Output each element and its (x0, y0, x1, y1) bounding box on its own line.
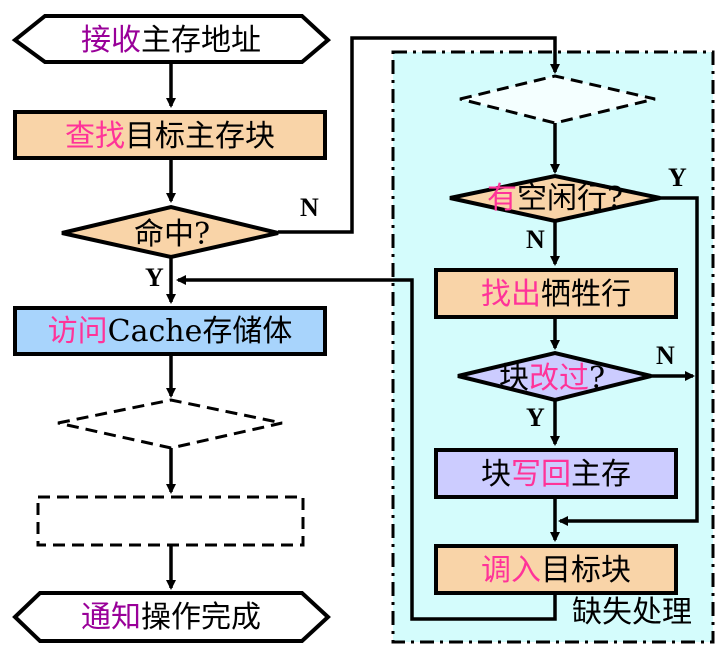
write-back-pre: 块 (481, 457, 511, 492)
load-block-label: 调入目标块 (481, 553, 631, 588)
modified-yes-label: Y (526, 403, 545, 432)
has-free-highlight: 有 (487, 181, 517, 216)
receive-address-label: 接收主存地址 (81, 23, 261, 58)
receive-rest: 主存地址 (141, 23, 261, 58)
find-victim-label: 找出牺牲行 (481, 277, 631, 312)
load-rest: 目标块 (541, 553, 631, 588)
write-back-rest: 主存 (571, 457, 631, 492)
free-no-label: N (526, 225, 545, 254)
receive-address-terminal (11, 14, 332, 64)
write-back-highlight: 写回 (511, 457, 571, 492)
placeholder-process (36, 495, 305, 547)
access-cache-process (13, 306, 327, 356)
lookup-highlight: 查找 (65, 119, 125, 154)
edge-load-return (176, 275, 557, 621)
notify-complete-label: 通知操作完成 (81, 600, 261, 635)
modified-no-label: N (656, 341, 675, 370)
write-back-label: 块写回主存 (481, 457, 631, 492)
notify-highlight: 通知 (81, 600, 141, 635)
receive-highlight: 接收 (81, 23, 141, 58)
modified-highlight: 改过 (529, 361, 589, 396)
lookup-block-label: 查找目标主存块 (65, 119, 275, 154)
free-yes-label: Y (668, 163, 687, 192)
hit-decision-label: 命中? (134, 217, 210, 252)
access-highlight: 访问 (48, 314, 108, 349)
edge-free-yes (558, 196, 699, 526)
hit-no-label: N (300, 193, 319, 222)
find-victim-rest: 牺牲行 (541, 277, 631, 312)
has-free-rest: 空闲行? (517, 181, 623, 216)
notify-complete-terminal (12, 591, 331, 643)
modified-rest: ? (589, 361, 605, 396)
access-rest: Cache存储体 (108, 314, 293, 349)
has-free-line-label: 有空闲行? (487, 181, 623, 216)
placeholder-decision (57, 398, 283, 450)
miss-placeholder-decision (459, 74, 656, 125)
load-highlight: 调入 (481, 553, 541, 588)
find-victim-highlight: 找出 (481, 277, 541, 312)
hit-yes-label: Y (145, 263, 164, 292)
modified-label: 块改过? (499, 361, 605, 396)
miss-handling-label: 缺失处理 (572, 595, 692, 630)
modified-pre: 块 (499, 361, 529, 396)
lookup-rest: 目标主存块 (125, 119, 275, 154)
access-cache-label: 访问Cache存储体 (48, 314, 293, 349)
edge-hit-no (278, 36, 560, 234)
notify-rest: 操作完成 (141, 600, 261, 635)
